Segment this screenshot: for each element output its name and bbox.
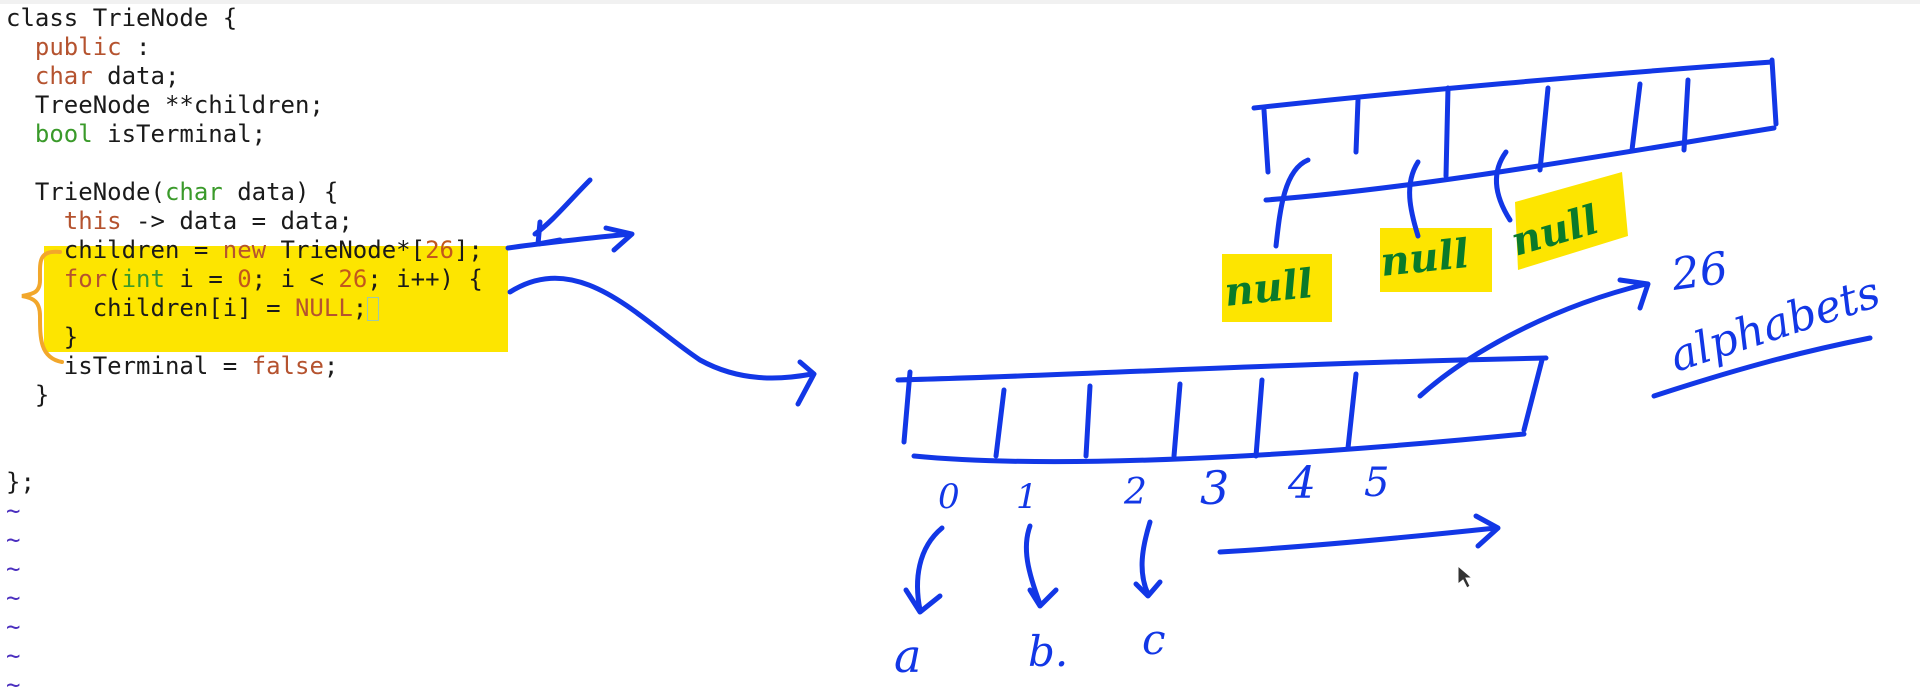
pointer-to-null-1 bbox=[1273, 157, 1311, 249]
lower-array-divider bbox=[1083, 383, 1093, 459]
null-label-3: null bbox=[1506, 196, 1604, 266]
lower-array-divider bbox=[1345, 371, 1359, 451]
arrow-continue-right bbox=[1217, 525, 1499, 555]
arrow-down-c-head bbox=[1133, 579, 1163, 599]
arrow-continue-right-head bbox=[1473, 513, 1501, 549]
code-line-isterminal-decl: bool isTerminal; bbox=[34, 120, 267, 148]
null-label-1: null bbox=[1222, 260, 1315, 316]
code-line-children-null: children[i] = NULL; bbox=[6, 294, 483, 323]
index-label-3: 3 bbox=[1200, 461, 1229, 515]
index-label-4: 4 bbox=[1287, 458, 1316, 509]
index-label-5: 5 bbox=[1364, 460, 1389, 506]
code-line-constructor: TrieNode(char data) { bbox=[6, 178, 339, 206]
letter-b: b. bbox=[1028, 627, 1068, 676]
code-editor[interactable]: class TrieNode { public : char data; Tre… bbox=[6, 4, 483, 700]
null-highlight-1 bbox=[1222, 254, 1332, 322]
code-line-class-decl: class TrieNode { bbox=[6, 4, 238, 32]
lower-array-left bbox=[901, 369, 913, 445]
text-cursor bbox=[367, 297, 380, 321]
arrow-down-a bbox=[915, 525, 945, 613]
upper-array-left bbox=[1261, 107, 1271, 175]
arrow-down-b bbox=[1023, 523, 1043, 607]
lower-array-divider bbox=[1253, 377, 1265, 459]
index-label-0: 0 bbox=[938, 477, 960, 517]
code-highlight bbox=[44, 246, 508, 352]
pointer-to-null-2 bbox=[1407, 159, 1421, 239]
letter-c: c bbox=[1142, 615, 1166, 664]
arrow-head-top bbox=[603, 225, 635, 253]
code-line-children-decl: TreeNode **children; bbox=[6, 91, 324, 119]
arrow-to-count-head bbox=[1617, 277, 1651, 311]
pointer-to-null-3 bbox=[1493, 149, 1513, 223]
null-label-2: null bbox=[1378, 230, 1471, 286]
arrow-down-c bbox=[1139, 519, 1153, 597]
code-line-this-data: this -> data = data; bbox=[63, 207, 353, 235]
arrow-to-array-head bbox=[795, 359, 817, 407]
lower-array-divider bbox=[1171, 381, 1183, 459]
arrow-down-b-head bbox=[1027, 587, 1059, 609]
upper-array-divider bbox=[1681, 77, 1691, 153]
underline-alphabets bbox=[1651, 335, 1873, 399]
orange-brace bbox=[21, 249, 64, 364]
upper-array-divider bbox=[1353, 97, 1361, 155]
arrow-to-count bbox=[1417, 281, 1649, 399]
arrow-to-array bbox=[507, 275, 815, 381]
mouse-pointer-icon bbox=[1457, 564, 1474, 589]
code-line-ctor-close: } bbox=[6, 381, 50, 409]
index-label-2: 2 bbox=[1123, 472, 1147, 513]
empty-line-marker: ~ bbox=[6, 613, 21, 641]
code-line-isterminal-false: isTerminal = false; bbox=[6, 352, 339, 380]
lower-array-bottom bbox=[911, 431, 1527, 465]
empty-line-marker: ~ bbox=[6, 555, 21, 583]
arrow-down-a-head bbox=[903, 587, 943, 615]
arrow-right-top bbox=[505, 231, 633, 251]
empty-line-marker: ~ bbox=[6, 526, 21, 554]
upper-array-divider bbox=[1443, 85, 1451, 179]
empty-line-marker: ~ bbox=[6, 497, 21, 525]
window-top-edge bbox=[0, 0, 1920, 4]
null-highlight-3 bbox=[1515, 172, 1628, 270]
empty-line-marker: ~ bbox=[6, 642, 21, 670]
upper-array-right bbox=[1769, 57, 1779, 127]
null-highlight-2 bbox=[1380, 228, 1492, 292]
count-26-label: 26 bbox=[1667, 243, 1731, 301]
lower-array-top bbox=[895, 355, 1549, 383]
lower-array-right bbox=[1521, 357, 1545, 433]
upper-array-bottom bbox=[1263, 125, 1777, 203]
index-label-1: 1 bbox=[1016, 477, 1038, 517]
code-line-for-close: } bbox=[6, 323, 79, 351]
upper-array-divider bbox=[1537, 85, 1551, 173]
code-line-char-data: char data; bbox=[34, 62, 180, 90]
empty-line-marker: ~ bbox=[6, 584, 21, 612]
checkmark-stroke bbox=[532, 177, 593, 237]
upper-array-top bbox=[1251, 59, 1775, 111]
upper-array-divider bbox=[1629, 81, 1643, 153]
code-line-for-loop: for(int i = 0; i < 26; i++) { bbox=[63, 265, 483, 293]
code-line-class-close: }; bbox=[6, 468, 35, 496]
code-line-public: public : bbox=[34, 33, 151, 61]
lower-array-divider bbox=[993, 387, 1007, 459]
code-line-children-new: children = new TrieNode*[26]; bbox=[6, 236, 483, 264]
letter-a: a bbox=[894, 629, 921, 683]
